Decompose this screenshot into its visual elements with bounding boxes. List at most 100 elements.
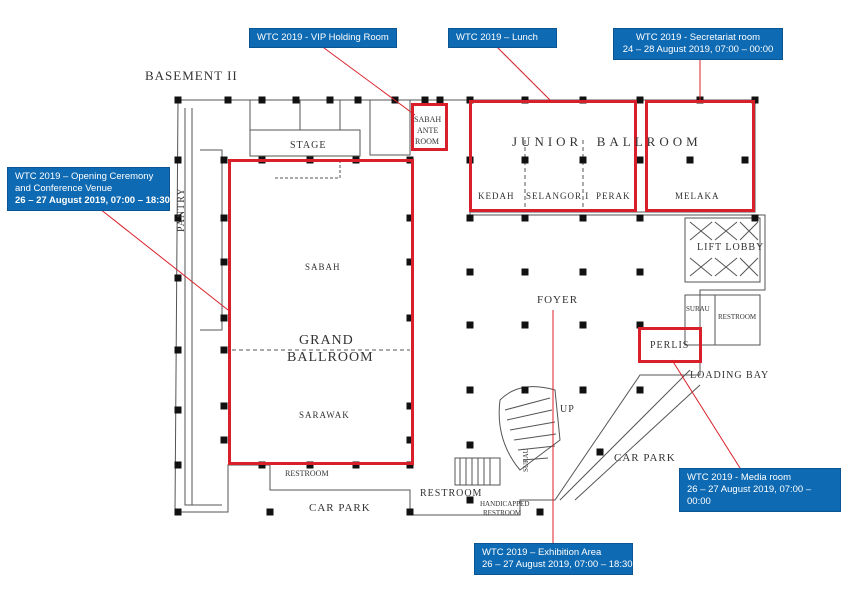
callout-secretariat-room: WTC 2019 - Secretariat room 24 – 28 Augu… xyxy=(613,28,783,60)
inner-wall xyxy=(184,108,222,506)
car-park-label-1: CAR PARK xyxy=(614,452,676,464)
pantry-wall xyxy=(200,149,223,331)
stage-wall xyxy=(249,129,361,157)
highlight-junior-ballroom xyxy=(469,100,637,212)
column-48 xyxy=(686,156,694,164)
junior-partitions xyxy=(524,140,584,212)
column-43 xyxy=(751,96,759,104)
column-30 xyxy=(406,402,414,410)
loading-bay-label: LOADING BAY xyxy=(690,370,770,381)
callout-lunch-line1: WTC 2019 – Lunch xyxy=(456,32,538,43)
callout-exhibition-line2: 26 – 27 August 2019, 07:00 – 18:30 xyxy=(482,559,633,570)
column-41 xyxy=(636,96,644,104)
column-12 xyxy=(174,346,182,354)
column-64 xyxy=(521,386,529,394)
melaka-label: MELAKA xyxy=(675,191,720,201)
lift-x2 xyxy=(689,257,759,277)
column-28 xyxy=(406,258,414,266)
highlight-sabah-ante-room xyxy=(411,103,448,151)
column-59 xyxy=(466,321,474,329)
leader-media xyxy=(671,359,741,469)
foyer-label: FOYER xyxy=(537,294,579,306)
column-67 xyxy=(466,441,474,449)
stage-label: STAGE xyxy=(290,140,327,151)
column-65 xyxy=(579,386,587,394)
column-13 xyxy=(174,406,182,414)
perak-label: PERAK xyxy=(596,191,631,201)
outer-wall xyxy=(174,99,766,516)
callout-exhibition-line1: WTC 2019 – Exhibition Area xyxy=(482,547,602,558)
column-50 xyxy=(466,214,474,222)
surau-label-2: SURAU xyxy=(522,448,530,472)
column-53 xyxy=(636,214,644,222)
column-54 xyxy=(751,214,759,222)
column-16 xyxy=(220,156,228,164)
column-63 xyxy=(466,386,474,394)
selangor-label: SELANGOR I xyxy=(526,191,590,201)
lift-x1 xyxy=(689,221,759,241)
car-park-ramp xyxy=(559,369,701,501)
column-19 xyxy=(220,314,228,322)
callout-opening-line1: WTC 2019 – Opening Ceremony xyxy=(15,171,154,182)
column-1 xyxy=(224,96,232,104)
column-37 xyxy=(406,508,414,516)
column-20 xyxy=(220,346,228,354)
column-17 xyxy=(220,214,228,222)
column-14 xyxy=(174,461,182,469)
column-11 xyxy=(174,274,182,282)
callout-secretariat-line1: WTC 2019 - Secretariat room xyxy=(635,32,761,43)
callout-vip-holding-room: WTC 2019 - VIP Holding Room xyxy=(249,28,397,48)
restroom-label-1: RESTROOM xyxy=(718,313,757,321)
grand-label: GRAND xyxy=(299,333,354,348)
handicapped-label-1: HANDICAPPED xyxy=(480,500,530,508)
column-49 xyxy=(741,156,749,164)
pantry-label: PANTRY xyxy=(176,187,187,232)
highlight-grand-ballroom xyxy=(228,159,414,465)
callout-opening-line3: 26 – 27 August 2019, 07:00 – 18:30 xyxy=(15,195,170,206)
column-7 xyxy=(421,96,429,104)
column-4 xyxy=(326,96,334,104)
surau-label-1: SURAU xyxy=(686,305,710,313)
leader-lunch xyxy=(494,44,551,101)
column-35 xyxy=(406,461,414,469)
leader-opening xyxy=(94,204,229,311)
column-0 xyxy=(174,96,182,104)
perlis-label: PERLIS xyxy=(650,340,690,351)
lift-lobby-label: LIFT LOBBY xyxy=(697,242,765,253)
column-29 xyxy=(406,314,414,322)
ballroom-label: BALLROOM xyxy=(287,350,374,365)
column-2 xyxy=(258,96,266,104)
callout-lunch: WTC 2019 – Lunch xyxy=(448,28,557,48)
callout-exhibition-area: WTC 2019 – Exhibition Area 26 – 27 Augus… xyxy=(474,543,633,575)
column-9 xyxy=(174,156,182,164)
restroom-stairs xyxy=(454,457,501,486)
kedah-label: KEDAH xyxy=(478,191,515,201)
junior-ballroom-label: JUNIOR BALLROOM xyxy=(512,134,702,149)
column-27 xyxy=(406,214,414,222)
highlight-melaka xyxy=(645,100,755,212)
callout-secretariat-line2: 24 – 28 August 2019, 07:00 – 00:00 xyxy=(622,44,774,55)
column-22 xyxy=(220,436,228,444)
column-8 xyxy=(436,96,444,104)
column-57 xyxy=(579,268,587,276)
sabah-ante-label-1: SABAH xyxy=(414,115,442,124)
column-52 xyxy=(579,214,587,222)
column-33 xyxy=(306,461,314,469)
column-32 xyxy=(258,461,266,469)
column-15 xyxy=(174,508,182,516)
column-46 xyxy=(579,156,587,164)
column-58 xyxy=(636,268,644,276)
column-68 xyxy=(466,496,474,504)
callout-media-room: WTC 2019 - Media room 26 – 27 August 201… xyxy=(679,468,841,512)
back-rooms xyxy=(249,100,411,156)
sabah-ante-label-3: ROOM xyxy=(415,137,440,146)
column-45 xyxy=(521,156,529,164)
callout-vip-line1: WTC 2019 - VIP Holding Room xyxy=(257,32,389,43)
column-31 xyxy=(406,436,414,444)
callout-opening-ceremony: WTC 2019 – Opening Ceremony and Conferen… xyxy=(7,167,170,211)
column-51 xyxy=(521,214,529,222)
column-10 xyxy=(174,214,182,222)
car-park-label-2: CAR PARK xyxy=(309,502,371,514)
handicapped-label-2: RESTROOM xyxy=(483,509,522,517)
column-66 xyxy=(636,386,644,394)
